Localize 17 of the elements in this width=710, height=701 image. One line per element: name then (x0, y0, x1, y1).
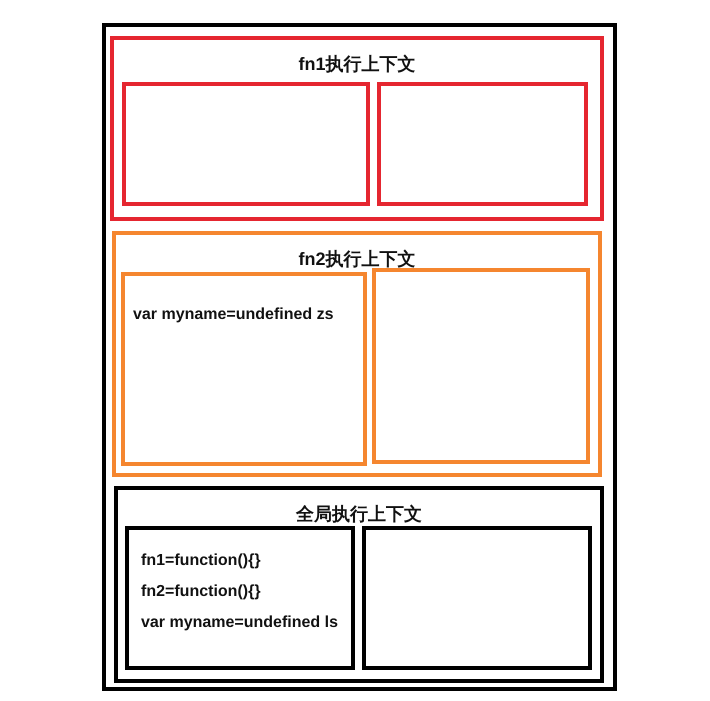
code-line: fn2=function(){} (141, 583, 261, 602)
inner-panel (122, 82, 370, 206)
inner-panel (362, 526, 592, 670)
context-title: 全局执行上下文 (296, 504, 422, 525)
code-line: fn1=function(){} (141, 552, 261, 570)
context-panel (114, 486, 604, 683)
context-panel (112, 231, 602, 477)
inner-panel (377, 82, 588, 206)
inner-panel (121, 272, 367, 466)
inner-panel (372, 268, 590, 464)
inner-panel (125, 526, 355, 670)
context-panel (110, 36, 604, 221)
code-line: var myname=undefined ls (141, 614, 338, 632)
context-title: fn2执行上下文 (298, 249, 416, 270)
outer-frame (102, 23, 617, 691)
context-title: fn1执行上下文 (298, 54, 416, 75)
code-line: var myname=undefined zs (133, 306, 334, 324)
